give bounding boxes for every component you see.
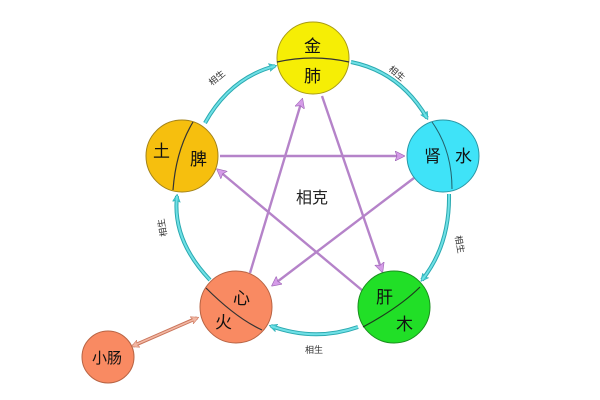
node-metal-lung[interactable]: 金 肺	[276, 21, 350, 95]
element-fire: 火	[215, 313, 232, 333]
organ-lung: 肺	[304, 67, 321, 87]
node-wood-liver[interactable]: 肝 木	[357, 270, 431, 344]
organ-spleen: 脾	[190, 150, 207, 170]
element-earth: 土	[153, 142, 170, 162]
element-water: 水	[455, 147, 472, 167]
label-generating-wood-fire: 相生	[305, 344, 323, 356]
small-intestine-label: 小肠	[92, 349, 122, 367]
node-water-kidney[interactable]: 肾 水	[406, 119, 480, 193]
label-generating-metal-water: 相生	[386, 63, 408, 84]
element-wood: 木	[396, 315, 413, 335]
arrow-water-to-fire	[273, 177, 415, 285]
fire-small-intestine-link	[133, 316, 197, 348]
generating-cycle	[176, 60, 452, 337]
label-generating-water-wood: 相生	[452, 234, 467, 254]
arrow-metal-to-wood	[320, 95, 382, 271]
organ-kidney: 肾	[424, 147, 441, 167]
label-generating-fire-earth: 相生	[155, 218, 170, 238]
organ-heart: 心	[233, 289, 250, 309]
arrow-wood-to-earth	[218, 170, 364, 292]
node-earth-spleen[interactable]: 土 脾	[145, 119, 219, 193]
arrow-fire-to-metal	[248, 100, 302, 274]
arrow-water-to-wood	[422, 193, 452, 280]
node-fire-heart[interactable]: 心 火	[199, 270, 273, 344]
node-small-intestine[interactable]: 小肠	[81, 330, 135, 384]
controlling-star	[218, 95, 415, 292]
organ-liver: 肝	[376, 288, 393, 308]
element-metal: 金	[304, 37, 321, 57]
center-label-controlling: 相克	[296, 188, 328, 207]
label-generating-earth-metal: 相生	[206, 68, 228, 89]
